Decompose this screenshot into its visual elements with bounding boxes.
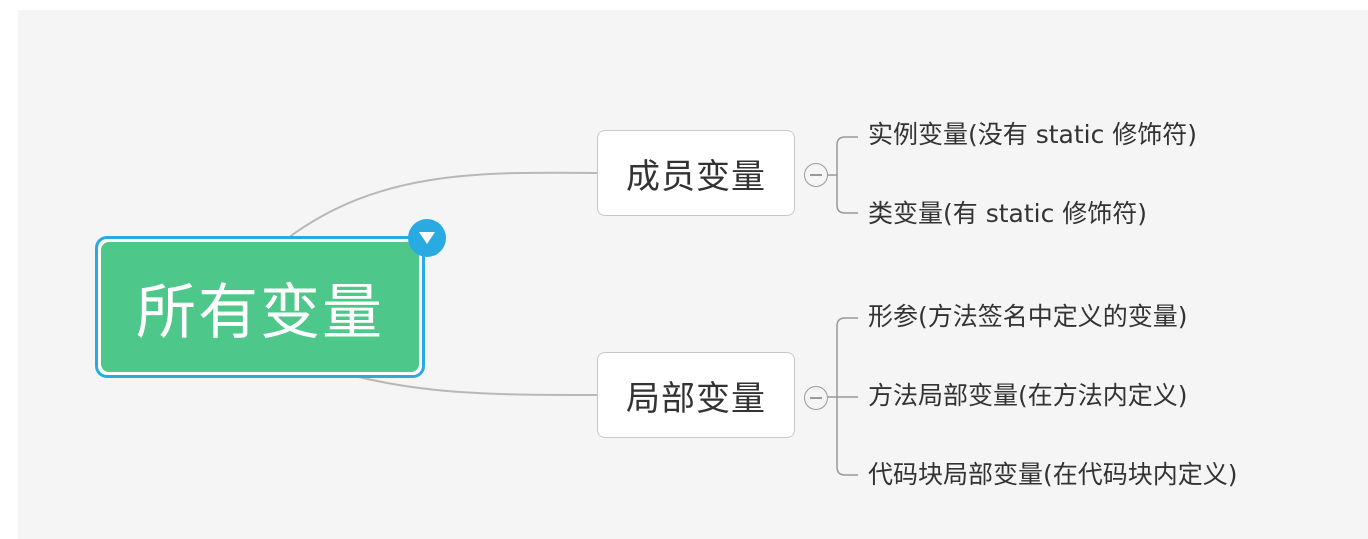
branch-label: 成员变量 [626,156,766,197]
leaf-method-local-variable[interactable]: 方法局部变量(在方法内定义) [868,381,1188,410]
leaf-block-local-variable[interactable]: 代码块局部变量(在代码块内定义) [868,460,1238,489]
branch-label: 局部变量 [626,378,766,419]
connector-root-to-local [339,371,598,396]
leaf-class-variable[interactable]: 类变量(有 static 修饰符) [868,199,1148,228]
filter-icon[interactable] [408,219,446,257]
branch-member-variables[interactable]: 成员变量 [597,130,795,216]
root-topic[interactable]: 所有变量 [95,236,425,378]
branch-local-variables[interactable]: 局部变量 [597,352,795,438]
bracket-member [836,136,858,214]
leaf-instance-variable[interactable]: 实例变量(没有 static 修饰符) [868,120,1198,149]
root-topic-label: 所有变量 [101,242,419,372]
collapse-minus-icon[interactable] [804,163,828,187]
connector-root-to-member [287,171,598,239]
leaf-parameter[interactable]: 形参(方法签名中定义的变量) [868,302,1188,331]
collapse-minus-icon[interactable] [804,386,828,410]
